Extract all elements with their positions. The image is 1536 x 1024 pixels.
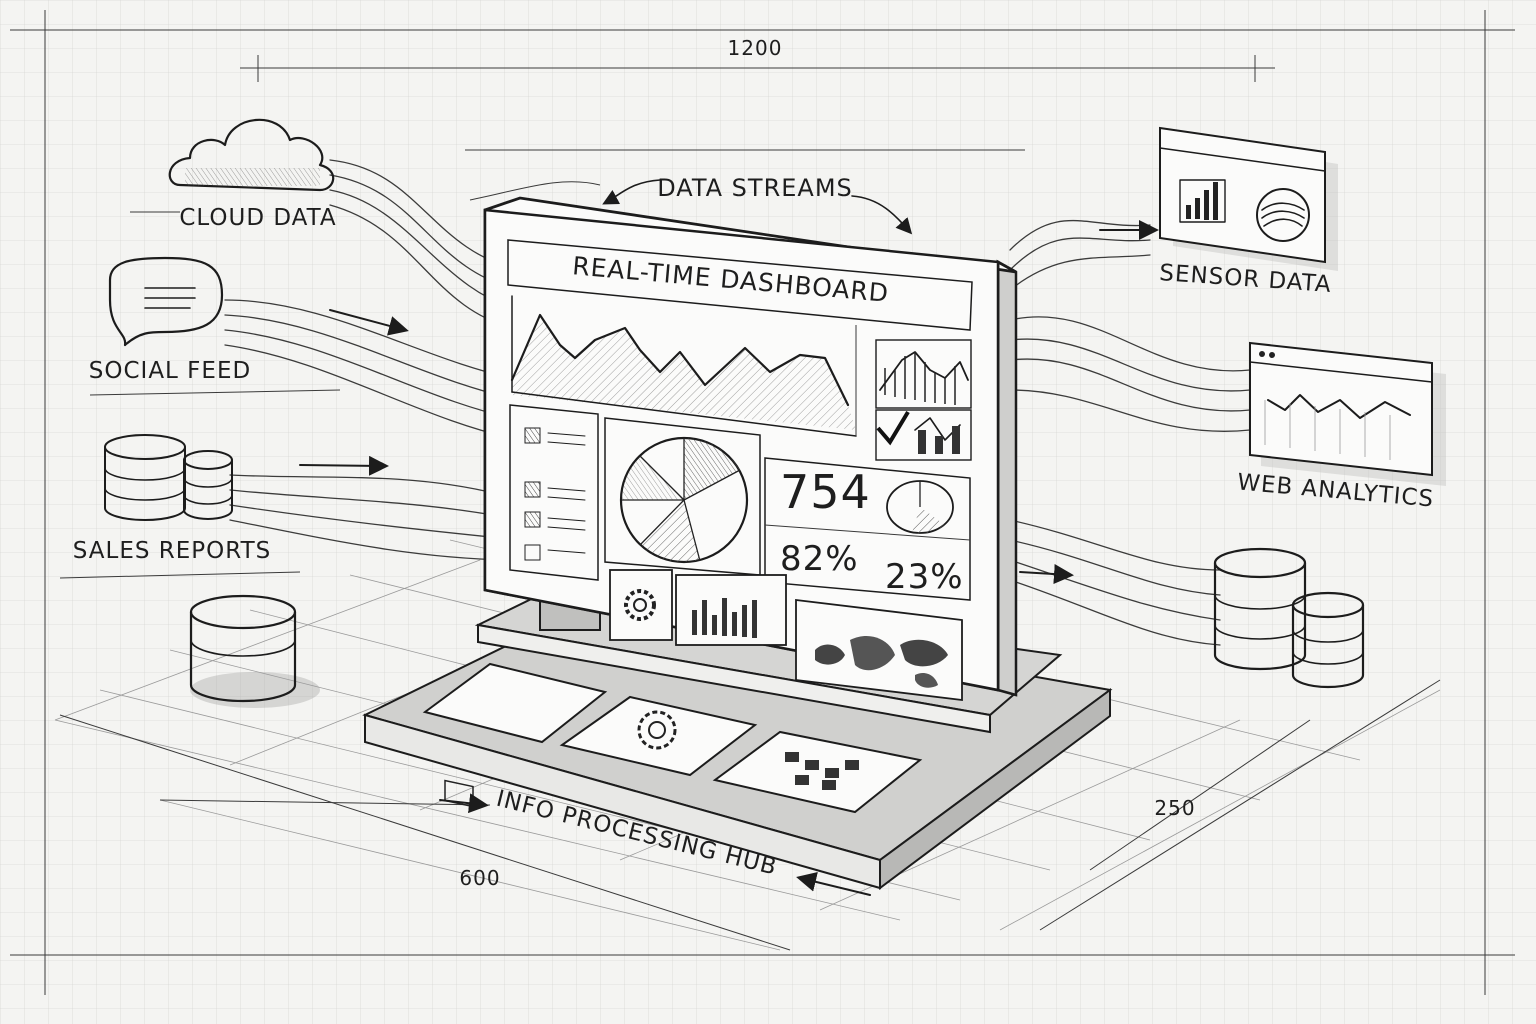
dimension-label-right: 250	[1154, 796, 1195, 820]
check-icon	[876, 410, 910, 446]
hub-tile-board	[712, 730, 923, 814]
social-dim-line	[89, 389, 341, 396]
arrow-social	[329, 309, 409, 336]
label-data-streams: DATA STREAMS	[657, 174, 853, 202]
bottom-dimension: 600	[59, 714, 791, 951]
sensor-data-window	[1159, 126, 1338, 271]
arrow-hub-left	[439, 793, 489, 814]
frame-lines	[10, 10, 1515, 995]
top-dimension: 1200	[240, 36, 1275, 82]
web-analytics-window	[1249, 341, 1446, 486]
database-icon	[189, 594, 320, 708]
world-map-icon	[795, 598, 963, 702]
dashboard-monitor: REAL-TIME DASHBOARD	[483, 196, 1018, 702]
right-dimension: 250	[1039, 679, 1441, 931]
hub-tile-list	[422, 662, 608, 744]
streams-pointer-left	[602, 179, 661, 205]
metric-pct-a: 82%	[780, 539, 859, 579]
label-cloud-data: CLOUD DATA	[179, 205, 336, 231]
streams-pointer-right	[851, 195, 913, 235]
line-chart-icon	[510, 295, 857, 437]
cloud-icon	[168, 118, 335, 192]
metric-count: 754	[780, 465, 871, 519]
arrow-db-right	[1019, 564, 1074, 585]
bar-chart-icon	[675, 574, 787, 646]
sales-dim-line	[59, 571, 301, 579]
data-streams-right	[1009, 219, 1251, 646]
dimension-label-bottom: 600	[459, 866, 500, 890]
streams-wave-line	[469, 181, 601, 201]
database-icon	[104, 434, 233, 521]
list-panel	[509, 404, 599, 581]
pie-chart-icon	[604, 417, 761, 576]
hub-tile-gear	[559, 695, 758, 777]
database-icon	[1213, 547, 1365, 689]
bar-chart-icon	[875, 339, 972, 409]
gear-icon	[637, 710, 677, 750]
arrow-hub-right	[796, 872, 871, 896]
label-sales-reports: SALES REPORTS	[73, 538, 271, 564]
arrow-sales	[299, 455, 389, 476]
dimension-label-top: 1200	[728, 36, 783, 60]
metrics-panel: 754 82% 23%	[764, 457, 971, 601]
gear-tile	[609, 569, 673, 641]
metric-pct-b: 23%	[885, 557, 964, 597]
gear-icon	[624, 589, 656, 621]
speech-bubble-icon	[108, 256, 224, 347]
label-social-feed: SOCIAL FEED	[89, 358, 251, 384]
line-chart-icon	[1267, 394, 1411, 419]
check-chart-panel	[875, 409, 972, 461]
